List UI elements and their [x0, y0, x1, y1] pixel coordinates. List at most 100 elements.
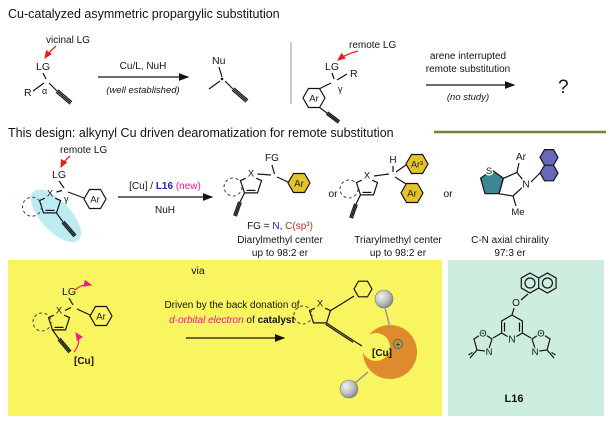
or-separator-1: or [328, 188, 338, 200]
pyrrole-ring [498, 171, 527, 197]
alpha-label: α [42, 86, 47, 96]
ar-label: Ar [96, 312, 106, 323]
heteroaryl-ring [38, 197, 62, 214]
r-label: R [24, 87, 32, 99]
thiophene-ring [479, 169, 505, 195]
oxazoline-right-ring [531, 332, 551, 353]
o-linker-label: O [512, 298, 520, 309]
aromatic-circle-2 [541, 277, 554, 289]
lg-label: LG [52, 169, 66, 181]
me-label: Me [511, 207, 524, 218]
n-atom-label: N [522, 180, 529, 191]
product2-er: up to 98:2 er [370, 248, 427, 259]
vicinal-substrate-structure: vicinal LG LG R α [24, 35, 90, 105]
ligand-structure: O N O N O N L16 [468, 272, 557, 405]
reaction-arrow-design: [Cu] / L16 (new) NuH [118, 181, 214, 216]
ar3-label: Ar³ [411, 160, 423, 170]
fused-ring-dashed [32, 312, 52, 332]
x-atom-label: X [317, 299, 324, 310]
conditions-top: Cu/L, NuH [120, 61, 167, 72]
oxazoline-left-n: N [486, 347, 493, 358]
interrupt-line2: remote substitution [426, 64, 511, 75]
aromatic-circle-1 [524, 277, 536, 289]
or-separator-2: or [443, 188, 453, 200]
remote-lg-annotation: remote LG [60, 145, 107, 156]
section-known-chemistry: Cu-catalyzed asymmetric propargylic subs… [8, 7, 569, 124]
x-atom-label: X [248, 169, 255, 180]
red-annotation-arrow [44, 45, 57, 59]
steric-sphere-top [374, 289, 394, 309]
nu-label: Nu [212, 55, 226, 67]
sphere-link-bottom [354, 371, 369, 384]
fused-ring-dashed [293, 305, 313, 325]
conditions-top: [Cu] / L16 (new) [129, 181, 201, 192]
remote-arene-substrate-structure: remote LG LG R γ Ar [302, 40, 396, 124]
x-atom-label: X [47, 189, 54, 200]
ar-label: Ar [407, 189, 417, 200]
cu-label: [Cu] [74, 356, 94, 367]
x-atom-label: X [56, 306, 63, 317]
product1-caption: Diarylmethyl center [237, 235, 323, 246]
ar-label: Ar [294, 179, 304, 190]
backdonation-line1: Driven by the back donation of [164, 300, 299, 311]
via-label: via [191, 265, 205, 277]
benzyl-ring [353, 280, 373, 298]
fg-definition: FG = N, C(sp³) [247, 221, 313, 232]
orange-blob-notch [362, 333, 390, 361]
allenylidene-cu-structure: X [Cu] + [293, 280, 417, 399]
product2-caption: Triarylmethyl center [354, 235, 442, 246]
ar-label: Ar [90, 195, 100, 206]
magenta-arrow-lg [74, 279, 93, 291]
gamma-label: γ [64, 194, 69, 204]
oxazoline-left-ring [473, 332, 493, 353]
naphthalene-rings [520, 272, 557, 294]
h-label: H [389, 155, 396, 166]
conditions-bottom: NuH [155, 205, 175, 216]
ligand-name: L16 [505, 393, 524, 405]
aryl3-ring-gold [405, 153, 429, 175]
pyridine-ring [501, 314, 524, 340]
cu-plus-label: [Cu] [372, 348, 392, 359]
fg-label: FG [265, 153, 279, 164]
propargyl-product-structure: Nu [208, 55, 249, 103]
stereocenter-dot [220, 77, 224, 81]
mechanism-substrate-structure: LG Ar X [Cu] [32, 279, 113, 367]
magenta-arrow-alkyne [73, 332, 83, 353]
naphthyl-purple [539, 149, 559, 182]
heteroaryl-ring [239, 177, 263, 194]
aryl-ring-gold [287, 172, 311, 194]
plus-charge: + [396, 340, 401, 349]
product-diarylmethyl: FG Ar X FG = N, C(sp³) Diarylmethyl cent… [223, 153, 323, 259]
red-annotation-arrow [60, 155, 71, 169]
product-triarylmethyl: H Ar³ Ar X Triarylmethyl center up to 98… [339, 153, 442, 259]
conditions-bottom: (well established) [106, 85, 179, 96]
reaction-arrow-known: Cu/L, NuH (well established) [98, 61, 190, 96]
design-substrate-structure: remote LG LG γ Ar X [22, 145, 107, 243]
aryl-ring [89, 305, 113, 327]
steric-sphere-bottom [339, 379, 359, 399]
lg-label: LG [62, 286, 76, 298]
product1-er: up to 98:2 er [252, 248, 309, 259]
section-this-design: This design: alkynyl Cu driven dearomati… [8, 126, 606, 259]
remote-lg-annotation: remote LG [349, 40, 396, 51]
no-study-label: (no study) [447, 92, 489, 103]
plus-charge-circle [393, 339, 403, 349]
aryl-ring [83, 188, 107, 210]
oxazoline-right-n: N [532, 347, 539, 358]
s-atom-label: S [486, 166, 492, 177]
fused-ring-dashed [223, 177, 243, 197]
mechanism-content: via LG Ar X [Cu] Driven by the back dona… [32, 265, 417, 399]
red-annotation-arrow [337, 50, 359, 61]
oxazoline-right-o: O [537, 329, 544, 340]
backdonation-line2: d-orbital electron of catalyst [169, 315, 295, 326]
ligand-panel [448, 260, 604, 416]
lg-label: LG [325, 61, 339, 73]
question-mark: ? [558, 77, 569, 98]
r-label: R [350, 68, 358, 80]
section1-title: Cu-catalyzed asymmetric propargylic subs… [8, 7, 280, 21]
pyridine-n-label: N [508, 335, 515, 346]
lg-label: LG [36, 61, 50, 73]
interrupt-line1: arene interrupted [430, 51, 506, 62]
cyan-highlight [30, 189, 82, 243]
